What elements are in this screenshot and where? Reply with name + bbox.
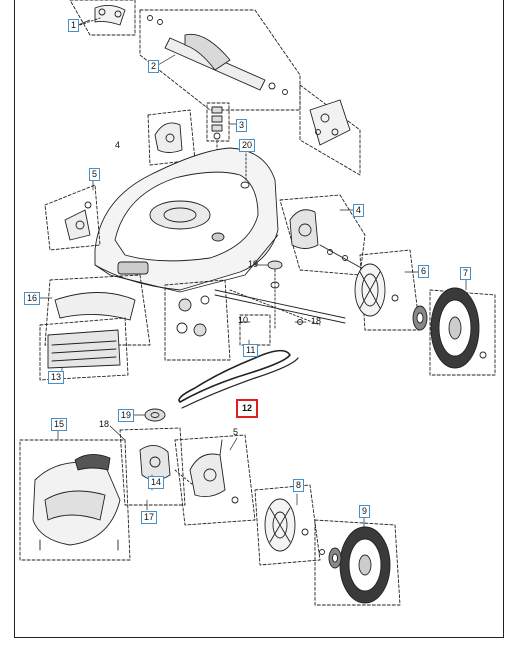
- label-18-upper: 18: [311, 316, 322, 326]
- callout-2: 2: [148, 60, 160, 73]
- callout-13: 13: [48, 371, 65, 384]
- callout-15: 15: [51, 418, 68, 431]
- callout-17: 17: [141, 511, 158, 524]
- handle-bar-group: [139, 9, 301, 111]
- label-10: 10: [238, 315, 249, 325]
- rear-wheel-right: [412, 287, 496, 376]
- callout-8: 8: [293, 479, 305, 492]
- pulley-lower: [144, 408, 166, 422]
- gear-lever-group: [174, 434, 256, 526]
- callout-20: 20: [239, 139, 256, 152]
- label-18-lower: 18: [99, 419, 110, 429]
- mower-deck: [94, 147, 279, 293]
- callout-4: 4: [353, 204, 365, 217]
- label-19-upper: 19: [248, 259, 259, 269]
- callout-3: 3: [236, 119, 248, 132]
- callout-5: 5: [89, 168, 101, 181]
- front-cover-group: [19, 439, 131, 561]
- callout-1: 1: [68, 19, 80, 32]
- label-4-plain: 4: [115, 140, 121, 150]
- callout-14: 14: [148, 476, 165, 489]
- hinge-bracket-group: [44, 184, 101, 251]
- transmission-group: [279, 194, 366, 276]
- rear-wheel-left: [354, 249, 421, 331]
- drive-belt: [178, 349, 299, 409]
- callout-9: 9: [359, 505, 371, 518]
- handle-upper-group: [69, 0, 136, 36]
- rear-flap-group: [39, 274, 151, 381]
- front-wheel-left: [254, 484, 321, 566]
- callout-16: 16: [24, 292, 41, 305]
- callout-12-highlighted: 12: [236, 399, 259, 418]
- rear-axle-group: [214, 289, 346, 346]
- handle-bracket-group: [299, 84, 361, 176]
- lever-bracket-group: [147, 109, 196, 166]
- drive-assembly-group: [164, 279, 321, 361]
- label-5-lower: 5: [233, 427, 239, 437]
- front-wheel-right: [314, 519, 401, 606]
- callout-6: 6: [418, 265, 430, 278]
- callout-19-lower: 19: [118, 409, 135, 422]
- callout-7: 7: [460, 267, 472, 280]
- callout-11: 11: [243, 344, 259, 357]
- diagram-frame: [14, 0, 504, 638]
